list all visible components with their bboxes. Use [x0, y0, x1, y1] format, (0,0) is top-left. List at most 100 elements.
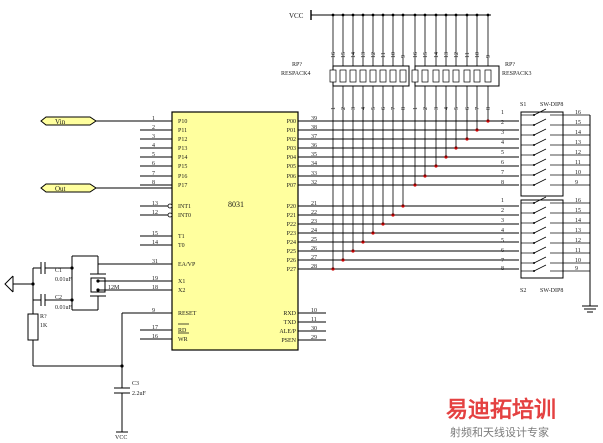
junction-dot: [444, 13, 448, 17]
respack-pin-number: 5: [454, 107, 460, 110]
pin-label: RXD: [283, 311, 296, 317]
switch-pivot: [533, 222, 535, 224]
pin-number: 17: [152, 325, 158, 331]
pin-number: 13: [152, 201, 158, 207]
switch-pivot: [533, 242, 535, 244]
junction-dot: [331, 13, 335, 17]
switch-pin-number: 7: [501, 170, 504, 176]
switch-pin-number: 14: [575, 218, 581, 224]
pin-label: X1: [178, 279, 185, 285]
switch-pivot: [533, 212, 535, 214]
pin-number: 12: [152, 210, 158, 216]
respack-pin-number: 2: [341, 107, 347, 110]
pin-number: 34: [311, 161, 317, 167]
c1-ref: C1: [55, 268, 62, 274]
respack-resistor: [484, 69, 492, 83]
switch-pivot: [533, 114, 535, 116]
pin-label: P04: [287, 155, 296, 161]
respack-pin-number: 3: [351, 107, 357, 110]
switch-pivot: [533, 124, 535, 126]
pin-number: 36: [311, 143, 317, 149]
respack-resistor: [339, 69, 347, 83]
pin-number: 33: [311, 171, 317, 177]
switch-pin-number: 9: [575, 180, 578, 186]
respack-resistor: [432, 69, 440, 83]
pin-label: P05: [287, 164, 296, 170]
pin-label: RESET: [178, 311, 197, 317]
respack-resistor: [442, 69, 450, 83]
pin-number: 5: [152, 152, 155, 158]
switch-lever: [533, 206, 547, 214]
respack-pin-number: 16: [331, 52, 337, 58]
respack-pin-number: 8: [401, 107, 407, 110]
respack-left-name: RESPACK4: [281, 71, 310, 77]
pin-number: 8: [152, 180, 155, 186]
pin-number: 29: [311, 335, 317, 341]
switch-pivot: [533, 134, 535, 136]
switch-lever: [533, 148, 547, 156]
pin-label: P14: [178, 155, 187, 161]
r1-ref: R?: [40, 314, 47, 320]
pin-number: 9: [152, 308, 155, 314]
pin-number: 15: [152, 231, 158, 237]
pin-number: 37: [311, 134, 317, 140]
pin-label: TXD: [284, 320, 297, 326]
switch-lever: [533, 108, 547, 116]
respack-pin-number: 13: [361, 52, 367, 58]
vcc-top-rail: VCC: [289, 10, 491, 20]
switch-pivot: [533, 164, 535, 166]
respack-right: RP? RESPACK3: [414, 62, 531, 87]
switch-lever: [533, 138, 547, 146]
switch-pin-number: 9: [575, 266, 578, 272]
vcc-bottom-label: VCC: [115, 435, 127, 441]
switch-pivot: [533, 174, 535, 176]
switch-pivot: [533, 202, 535, 204]
respack-pin-number: 12: [454, 52, 460, 58]
respack-pin-number: 9: [486, 55, 492, 58]
pin-label: P22: [287, 222, 296, 228]
pin-number: 28: [311, 264, 317, 270]
junction-dot: [423, 13, 427, 17]
pin-label: P26: [287, 258, 296, 264]
respack-resistor: [411, 69, 419, 83]
switch-lever: [533, 196, 547, 204]
mcu-ref: 8031: [228, 200, 244, 209]
pin-number: 32: [311, 180, 317, 186]
switch-pin-number: 6: [501, 248, 504, 254]
switch-pin-number: 16: [575, 198, 581, 204]
respack-pin-number: 11: [381, 52, 387, 58]
r1-value: 1K: [40, 323, 48, 329]
switch-pin-number: 5: [501, 150, 504, 156]
pin-label: P10: [178, 119, 187, 125]
respack-pin-number: 1: [413, 107, 419, 110]
respack-pin-number: 12: [371, 52, 377, 58]
pin-label: P25: [287, 249, 296, 255]
pin-label: P23: [287, 231, 296, 237]
switch-lever: [533, 246, 547, 254]
respack-pin-number: 13: [444, 52, 450, 58]
respack-resistor: [399, 69, 407, 83]
c2-value: 0.01uF: [55, 305, 73, 311]
respack-pin-number: 10: [475, 52, 481, 58]
pin-label: P24: [287, 240, 296, 246]
respack-pin-number: 14: [351, 52, 357, 58]
junction-dot: [361, 13, 365, 17]
respack-pin-number: 10: [391, 52, 397, 58]
pin-number: 38: [311, 125, 317, 131]
respack-pin-number: 5: [371, 107, 377, 110]
pin-label: PSEN: [281, 338, 296, 344]
pin-label: RD: [178, 328, 187, 334]
switch-pin-number: 16: [575, 110, 581, 116]
switch-s1-ref: S1: [520, 102, 526, 108]
respack-resistor: [473, 69, 481, 83]
pin-number: 26: [311, 246, 317, 252]
respack-resistor: [389, 69, 397, 83]
c2-ref: C2: [55, 295, 62, 301]
pin-label: P03: [287, 146, 296, 152]
junction-dot: [413, 13, 417, 17]
junction-dot: [454, 13, 458, 17]
respack-pin-number: 9: [401, 55, 407, 58]
